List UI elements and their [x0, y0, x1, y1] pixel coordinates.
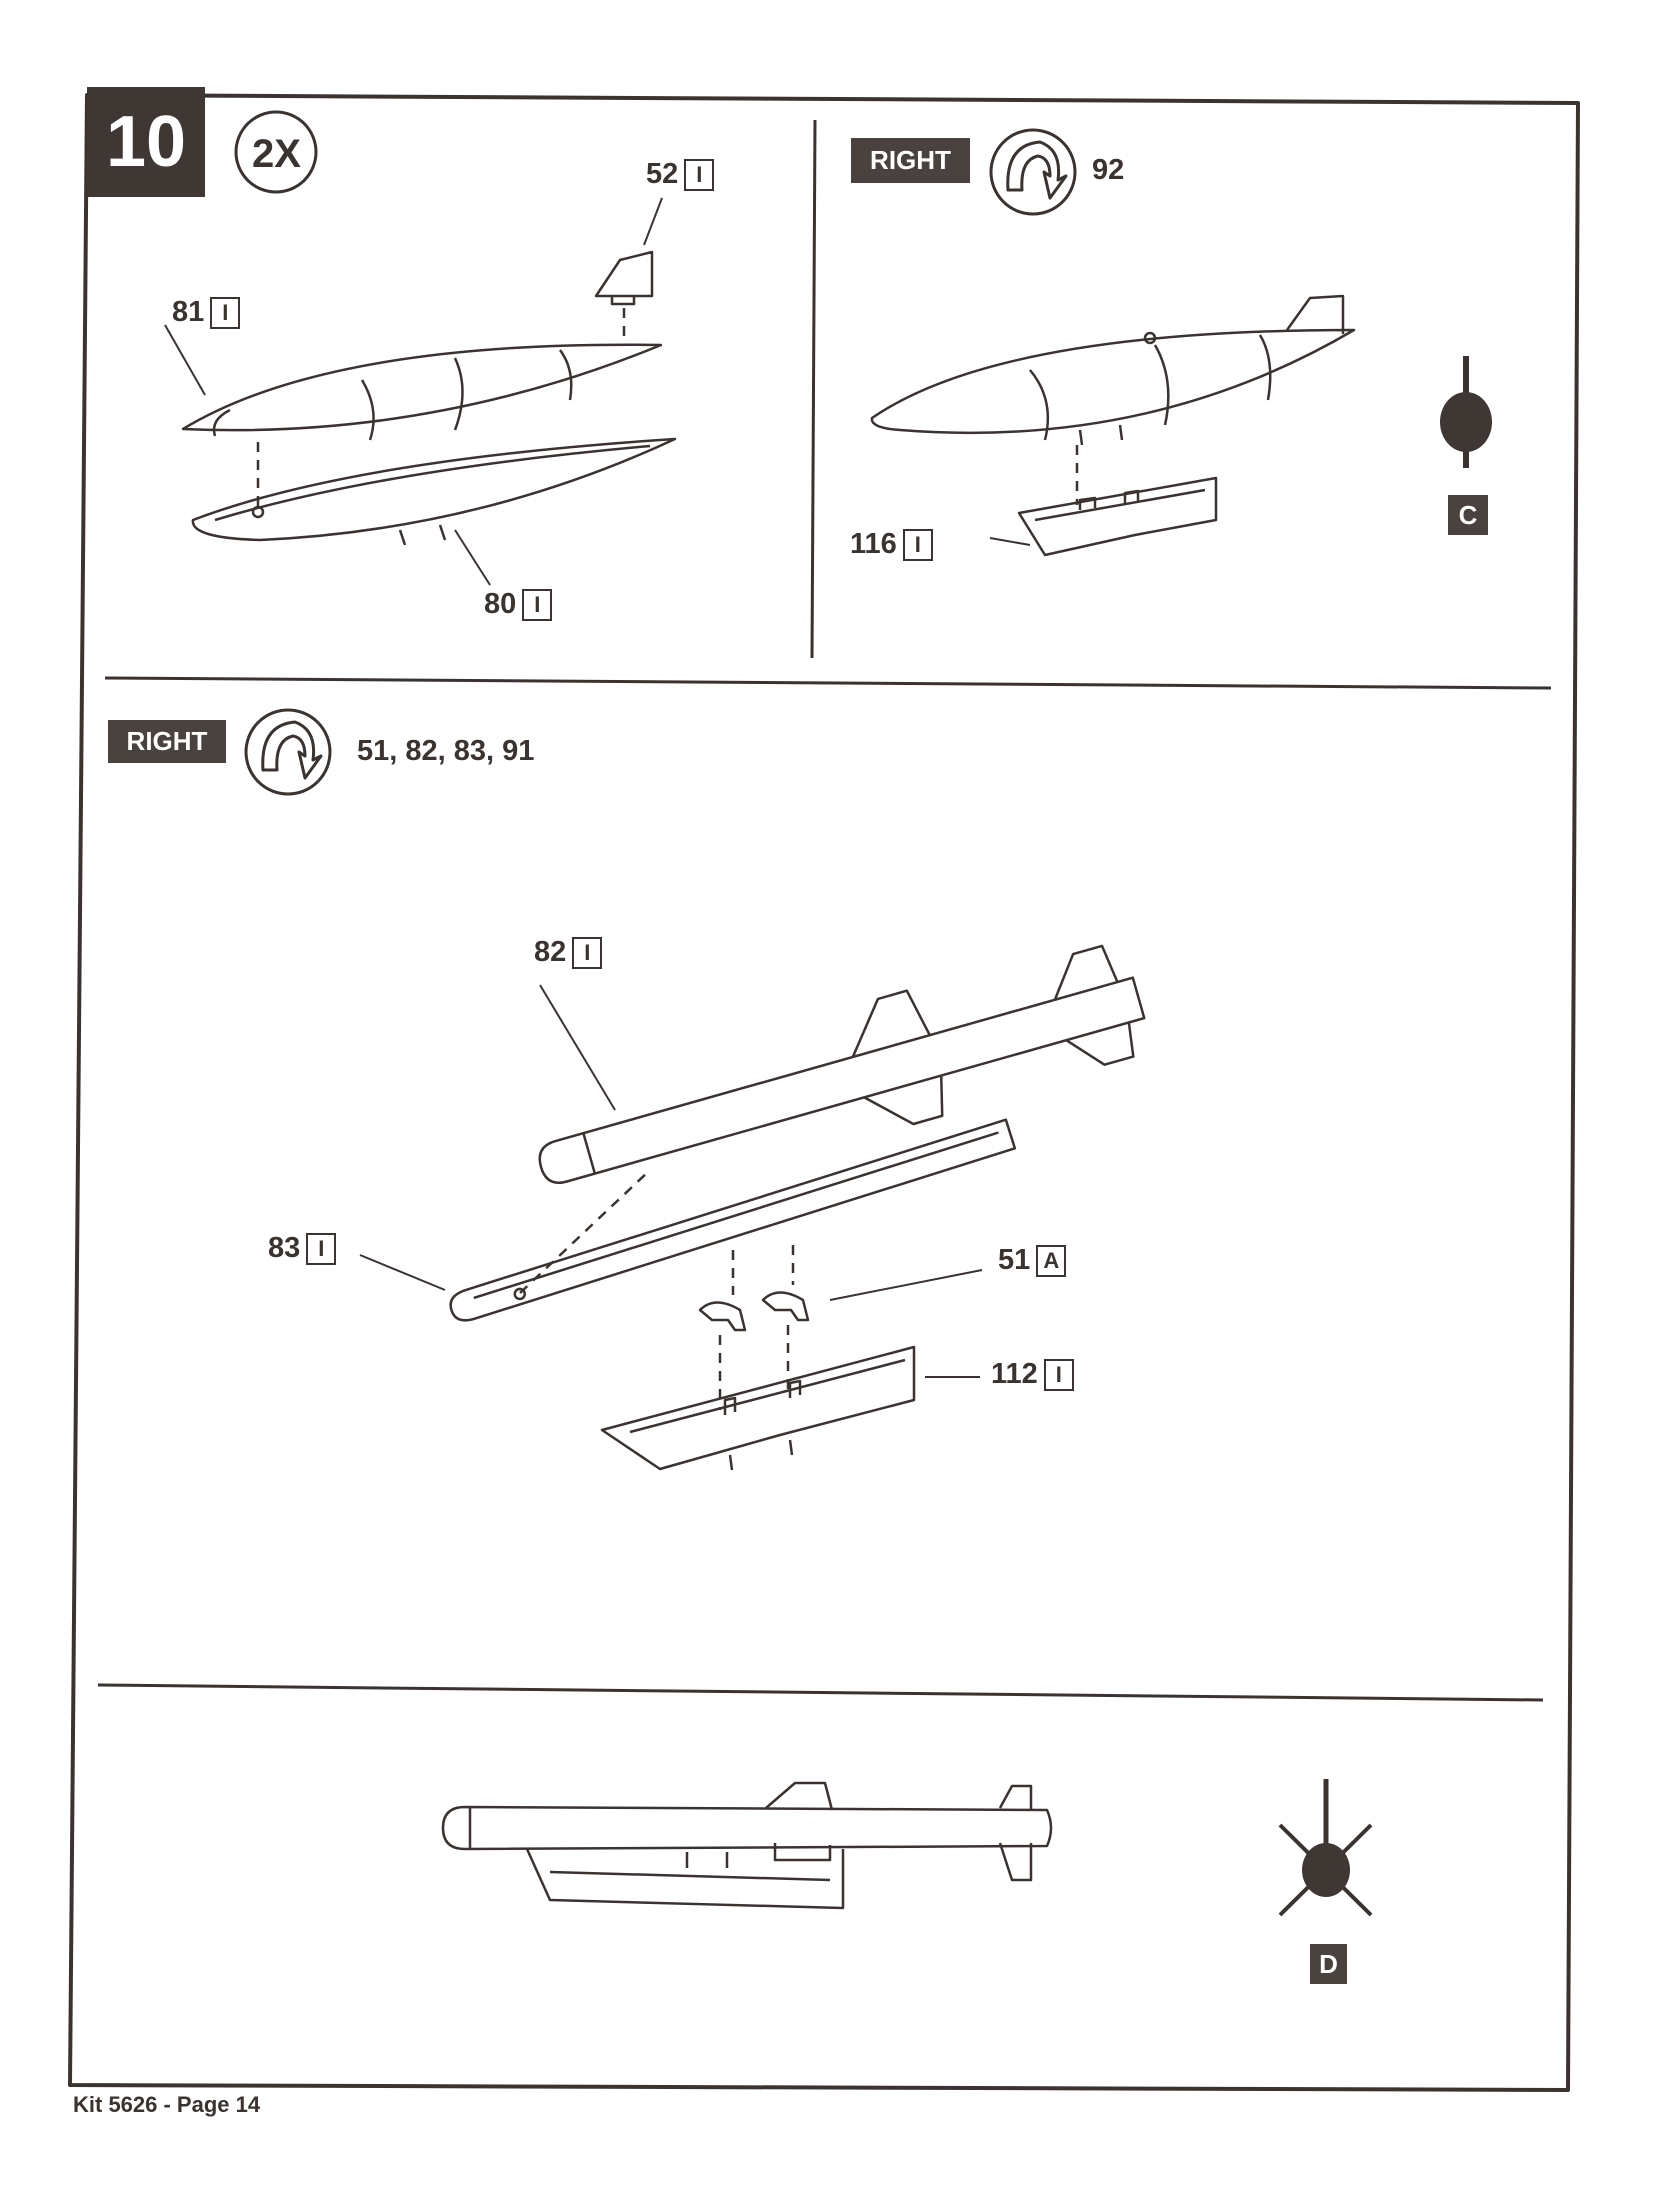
sprue-letter: I	[684, 158, 715, 191]
sprue-letter: I	[210, 296, 241, 329]
multiplier-circle	[234, 110, 318, 194]
side-badge-right-top: RIGHT	[851, 138, 970, 183]
page-footer: Kit 5626 - Page 14	[73, 2092, 261, 2117]
position-badge-d: D	[1310, 1944, 1347, 1984]
part-51-brackets	[698, 1245, 983, 1410]
divider-vertical	[810, 119, 817, 659]
page-frame	[68, 93, 1580, 2092]
sprue-letter: I	[306, 1232, 337, 1265]
part-81-pod-upper	[164, 324, 663, 510]
part-82-missile	[538, 944, 1146, 1184]
part-number: 116	[850, 528, 897, 560]
part-number: 81	[172, 296, 205, 328]
part-83-rail	[449, 1118, 1017, 1322]
part-80-pod-lower	[191, 437, 677, 586]
part-number: 82	[534, 936, 567, 968]
divider-bottom	[97, 1683, 1544, 1702]
side-badge-right-middle: RIGHT	[108, 720, 226, 763]
position-c-symbol	[1440, 356, 1492, 468]
rotate-parts-top: 92	[1092, 154, 1125, 186]
part-116-pylon	[989, 476, 1218, 557]
sprue-letter: I	[1043, 1358, 1074, 1391]
position-d-symbol	[1278, 1779, 1373, 1917]
part-number: 80	[484, 588, 517, 620]
part-112-pylon	[600, 1345, 980, 1471]
rotate-icon-middle	[244, 708, 332, 796]
sprue-letter: I	[902, 528, 933, 561]
divider-top	[104, 676, 1552, 690]
rotate-icon-top	[989, 128, 1077, 216]
rotate-parts-middle: 51, 82, 83, 91	[357, 735, 535, 767]
sprue-letter: I	[572, 936, 603, 969]
step-number: 10	[87, 87, 205, 197]
part-number: 51	[998, 1244, 1031, 1276]
assembled-missile-side-view	[441, 1781, 1053, 1910]
part-92-pod-assembled	[870, 294, 1356, 505]
sprue-letter: I	[522, 588, 553, 621]
sprue-letter: A	[1036, 1244, 1067, 1277]
part-number: 83	[268, 1232, 301, 1264]
multiplier-label: 2X	[252, 132, 301, 176]
part-number: 112	[991, 1358, 1038, 1390]
position-badge-c: C	[1448, 495, 1488, 535]
part-52-fin	[594, 197, 663, 345]
part-number: 52	[646, 158, 679, 190]
